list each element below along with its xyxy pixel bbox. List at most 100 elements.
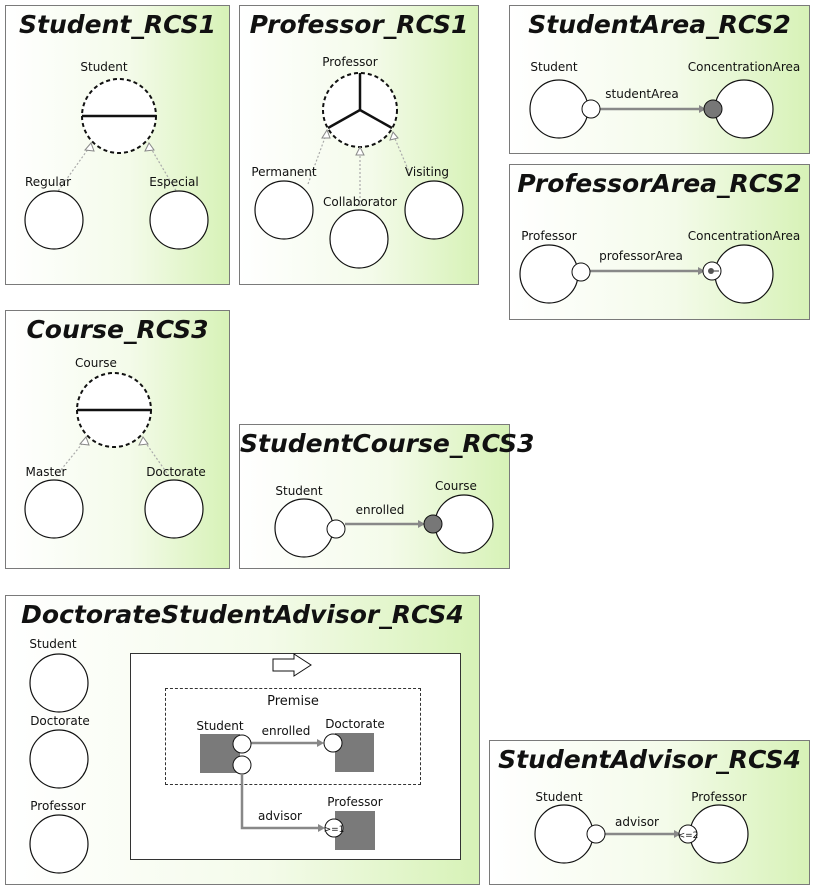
- specialization-edge: [148, 144, 179, 195]
- relation-label-enrolled: enrolled: [356, 503, 405, 517]
- relation-label-advisor: advisor: [615, 815, 659, 829]
- class-label-course: Course: [75, 356, 117, 370]
- studentarea-rcs2-diagram: Student ConcentrationArea studentArea: [529, 60, 800, 139]
- premise-box[interactable]: Premise: [165, 688, 421, 785]
- cardinality-label: >=1: [324, 825, 345, 835]
- specialization-edge: [307, 131, 328, 185]
- panel-title: Student_RCS1: [19, 10, 216, 39]
- implication-diagram: Student Doctorate enrolled advisor Profe…: [196, 653, 385, 850]
- panel-title: Professor_RCS1: [249, 10, 469, 39]
- professorarea-rcs2-diagram: Professor ConcentrationArea professorAre…: [519, 229, 801, 304]
- studentadvisor-rcs4-diagram: Student Professor advisor <=2: [534, 790, 749, 864]
- premise-relation-label: enrolled: [262, 724, 311, 738]
- specialization-arrowhead: [138, 436, 149, 446]
- studentcourse-rcs3-diagram: Student Course enrolled: [274, 479, 494, 558]
- panel-title: Course_RCS3: [26, 315, 209, 344]
- domain-port: [581, 99, 601, 119]
- class-label-student: Student: [29, 637, 77, 651]
- panel-title: DoctorateStudentAdvisor_RCS4: [21, 600, 464, 629]
- disjoint-divider: [359, 108, 393, 130]
- class-node-student[interactable]: [529, 79, 589, 139]
- panel-studentadvisor-rcs4[interactable]: StudentAdvisor_RCS4 Student Professor ad…: [489, 740, 810, 885]
- panel-professorarea-rcs2[interactable]: ProfessorArea_RCS2 Professor Concentrati…: [509, 164, 810, 320]
- cardinality-port: [324, 818, 344, 838]
- premise-relation-arrowhead: [317, 739, 324, 747]
- implication-arrow-icon: [272, 653, 312, 677]
- premise-target-label: Doctorate: [325, 717, 385, 731]
- panel-doctoratestudentadvisor-rcs4[interactable]: DoctorateStudentAdvisor_RCS4 Student Doc…: [5, 595, 480, 885]
- premise-label: Premise: [267, 694, 319, 709]
- panel-title: StudentArea_RCS2: [528, 10, 791, 39]
- conclusion-domain-port: [232, 755, 252, 775]
- panel-title: StudentCourse_RCS3: [240, 429, 535, 458]
- conclusion-target-label: Professor: [327, 795, 382, 809]
- domain-port: [232, 734, 252, 754]
- specialization-arrowhead: [144, 142, 155, 152]
- specialization-edge: [142, 438, 170, 477]
- range-port-filled: [423, 514, 443, 534]
- domain-port: [586, 824, 606, 844]
- class-label-student: Student: [530, 60, 578, 74]
- relation-arrowhead: [418, 520, 425, 528]
- domain-port: [571, 262, 591, 282]
- class-label-doctorate: Doctorate: [30, 714, 90, 728]
- disjoint-divider: [327, 108, 361, 130]
- panel-professor-rcs1[interactable]: Professor_RCS1 Professor Permanent Colla…: [239, 5, 479, 285]
- class-label-professor: Professor: [691, 790, 746, 804]
- class-label-permanent: Permanent: [251, 165, 317, 179]
- class-node-collaborator[interactable]: [329, 209, 389, 269]
- specialization-edge: [392, 133, 411, 175]
- class-node-master[interactable]: [24, 479, 84, 539]
- class-node-concentrationarea[interactable]: [714, 79, 774, 139]
- class-node-doctorate[interactable]: [29, 729, 89, 789]
- class-node-concentrationarea[interactable]: [714, 244, 774, 304]
- class-label-professor: Professor: [322, 55, 377, 69]
- panel-course-rcs3[interactable]: Course_RCS3 Course Master Doctorate: [5, 310, 230, 569]
- specialization-arrowhead: [321, 128, 331, 139]
- class-node-permanent[interactable]: [254, 180, 314, 240]
- class-label-professor: Professor: [30, 799, 85, 813]
- conclusion-relation-label: advisor: [258, 809, 302, 823]
- conclusion-relation-edge: [240, 774, 322, 830]
- professor-rcs1-diagram: Professor Permanent Collaborator Visitin…: [251, 55, 464, 269]
- class-label-collaborator: Collaborator: [323, 195, 397, 209]
- specialization-arrowhead: [79, 436, 90, 446]
- class-node-student[interactable]: [29, 653, 89, 713]
- left-classes: Student Doctorate Professor: [29, 637, 90, 874]
- class-node-student[interactable]: [534, 804, 594, 864]
- implication-box[interactable]: Premise Student Doctorate enrolled advis…: [130, 653, 461, 860]
- domain-port: [326, 519, 346, 539]
- premise-source-label: Student: [196, 719, 244, 733]
- class-node-doctorate[interactable]: [144, 479, 204, 539]
- course-rcs3-diagram: Course Master Doctorate: [24, 356, 206, 539]
- panel-title: StudentAdvisor_RCS4: [498, 745, 801, 774]
- panel-studentcourse-rcs3[interactable]: StudentCourse_RCS3 Student Course enroll…: [239, 424, 535, 569]
- class-node-professor[interactable]: [29, 814, 89, 874]
- class-node-professor[interactable]: [689, 804, 749, 864]
- specialization-arrowhead: [355, 145, 365, 156]
- conclusion-relation-arrowhead: [318, 824, 325, 832]
- class-label-student: Student: [80, 60, 128, 74]
- panel-title: ProfessorArea_RCS2: [517, 169, 802, 198]
- class-node-course[interactable]: [434, 494, 494, 554]
- class-label-concentrationarea: ConcentrationArea: [688, 229, 801, 243]
- relation-arrowhead: [699, 105, 706, 113]
- cardinality-label: <=2: [678, 831, 699, 841]
- relation-label-studentarea: studentArea: [605, 87, 679, 101]
- specialization-arrowhead: [84, 142, 95, 152]
- panel-student-rcs1[interactable]: Student_RCS1 Student Regular Especial: [5, 5, 230, 285]
- range-port: [323, 733, 343, 753]
- class-label-doctorate: Doctorate: [146, 465, 206, 479]
- class-label-regular: Regular: [25, 175, 71, 189]
- class-node-regular[interactable]: [24, 190, 84, 250]
- panel-studentarea-rcs2[interactable]: StudentArea_RCS2 Student ConcentrationAr…: [509, 5, 810, 154]
- relation-arrowhead: [698, 267, 705, 275]
- class-node-especial[interactable]: [149, 190, 209, 250]
- class-node-visiting[interactable]: [404, 180, 464, 240]
- range-port-filled: [703, 99, 723, 119]
- port-dot: [708, 268, 714, 274]
- class-node-student[interactable]: [274, 498, 334, 558]
- class-node-professor[interactable]: [519, 244, 579, 304]
- class-label-especial: Especial: [149, 175, 198, 189]
- class-label-student: Student: [535, 790, 583, 804]
